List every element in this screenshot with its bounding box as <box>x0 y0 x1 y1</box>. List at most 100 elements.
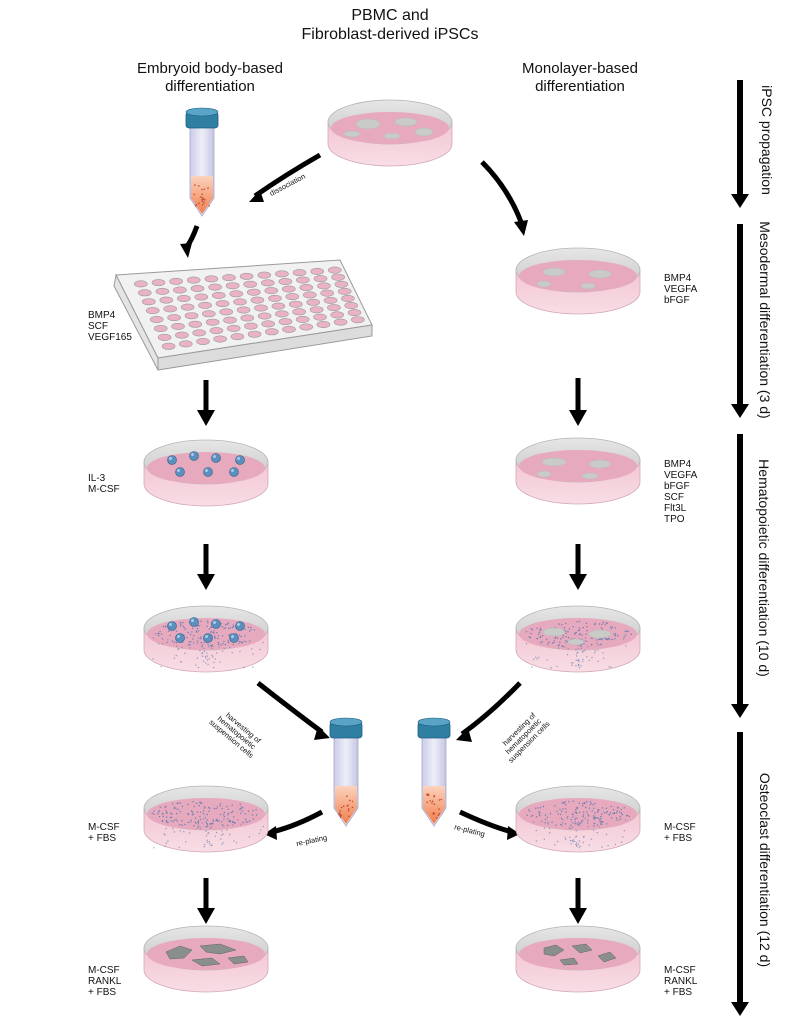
dish-left-eb <box>143 439 269 507</box>
plate-well <box>292 269 307 277</box>
plate-well <box>327 304 341 312</box>
plate-well <box>282 325 296 333</box>
plate-well <box>229 290 244 298</box>
plate-well <box>222 274 236 282</box>
plate-well <box>337 287 352 295</box>
plate-well <box>296 276 310 284</box>
plate-well <box>320 289 335 297</box>
dish-left-eb-suspension <box>143 605 269 673</box>
plate-well <box>268 294 282 302</box>
plate-well <box>149 315 164 323</box>
plate-well <box>330 311 345 319</box>
plate-well <box>264 328 279 336</box>
dish-right-hema <box>515 437 641 505</box>
plate-well <box>169 277 183 285</box>
process-arrow-heads <box>180 190 587 924</box>
title-line-2: Fibroblast-derived iPSCs <box>301 26 479 43</box>
phase-label-osteo: Osteoclast differentiation (12 d) <box>757 772 773 968</box>
plate-well <box>239 272 254 280</box>
plate-well <box>344 301 359 309</box>
plate-well <box>213 335 227 343</box>
plate-well <box>190 284 205 292</box>
plate-well <box>153 324 168 332</box>
plate-well <box>278 277 293 285</box>
plate-well <box>257 312 272 320</box>
plate-well <box>323 296 338 304</box>
plate-well <box>205 318 220 326</box>
plate-well <box>247 330 262 338</box>
plate-well <box>171 322 185 330</box>
reagents-left-osteo1: M-CSF + FBS <box>88 822 120 844</box>
plate-well <box>138 289 152 297</box>
reagents-right-osteo2: M-CSF RANKL + FBS <box>664 965 698 998</box>
plate-well <box>327 266 342 274</box>
dish-right-osteo1 <box>515 785 641 853</box>
plate-well <box>302 291 317 299</box>
plate-well <box>260 279 275 287</box>
plate-well <box>134 280 148 288</box>
plate-well <box>196 337 210 345</box>
plate-well <box>288 300 303 308</box>
plate-well <box>192 329 206 337</box>
tube-dissociation <box>185 107 219 217</box>
plate-well <box>177 294 191 302</box>
plate-well <box>167 314 181 322</box>
plate-well <box>317 282 331 290</box>
phase-label-meso: Mesodermal differentiation (3 d) <box>757 221 773 419</box>
plate-well <box>233 298 247 306</box>
plate-well <box>173 286 187 294</box>
plate-well <box>151 279 166 287</box>
plate-well <box>194 293 209 301</box>
plate-well <box>186 276 201 284</box>
dish-left-osteo2 <box>143 925 269 993</box>
arrow-top-dish-to-right <box>480 160 524 223</box>
arrow-dissociation <box>253 152 322 199</box>
plate-well <box>310 267 325 275</box>
plate-well <box>254 304 268 312</box>
reagents-left-meso: BMP4 SCF VEGF165 <box>88 310 132 343</box>
dish-left-osteo1 <box>143 785 269 853</box>
plate-well <box>180 303 195 311</box>
plate-well <box>306 298 321 306</box>
plate-well <box>313 275 328 283</box>
plate-well <box>223 316 237 324</box>
arrow-replate-left <box>271 809 324 835</box>
reagents-left-hema: IL-3 M-CSF <box>88 473 120 495</box>
plate-well <box>281 285 296 293</box>
plate-well <box>278 318 293 326</box>
centrifuge-tubes <box>185 107 451 827</box>
tube-harvest-left <box>329 717 363 827</box>
tube-harvest-right <box>417 717 451 827</box>
dish-right-meso <box>515 247 641 315</box>
plate-well <box>209 327 224 335</box>
plate-well <box>142 298 156 306</box>
plate-well <box>247 288 261 296</box>
plate-well <box>226 324 241 332</box>
plate-well <box>184 312 199 320</box>
dish-right-osteo2 <box>515 925 641 993</box>
plate-well <box>230 333 245 341</box>
plate-well <box>161 342 176 350</box>
plate-well <box>285 293 300 301</box>
right-heading-line-2: differentiation <box>535 78 625 95</box>
plate-well <box>163 305 177 313</box>
plate-well <box>257 271 272 279</box>
plate-well <box>271 302 286 310</box>
plate-well <box>261 320 276 328</box>
plate-well <box>331 273 345 281</box>
plate-well <box>145 307 160 315</box>
phase-label-ipsc: iPSC propagation <box>759 85 775 195</box>
plate-well <box>275 310 289 318</box>
plate-well <box>240 314 255 322</box>
reagents-right-hema: BMP4 VEGFA bFGF SCF Flt3L TPO <box>664 459 698 525</box>
plate-well <box>208 283 222 291</box>
reagents-right-osteo1: M-CSF + FBS <box>664 822 696 844</box>
plate-well <box>334 280 349 288</box>
plate-well <box>313 313 327 321</box>
arrow-harvest-left <box>256 681 324 735</box>
plate-well <box>198 301 212 309</box>
plate-well <box>244 322 258 330</box>
plate-well <box>250 296 265 304</box>
plate-well <box>264 287 279 295</box>
dish-ipsc <box>327 99 453 167</box>
